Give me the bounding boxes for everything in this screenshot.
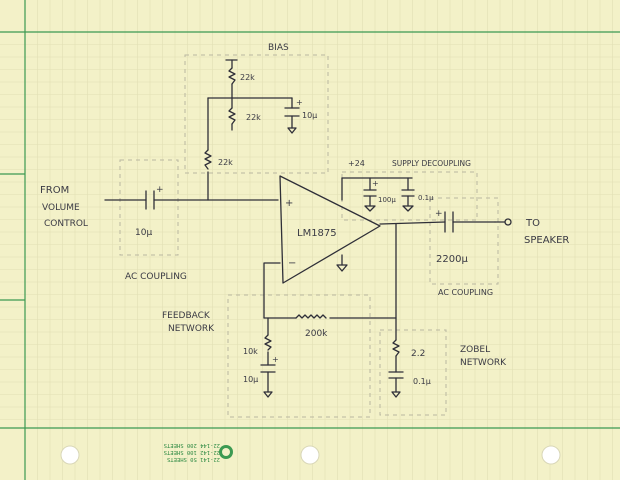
svg-text:+: + <box>296 98 303 107</box>
bias-resistor-top <box>228 67 236 85</box>
ground-icon-zobel <box>391 391 401 398</box>
opamp-minus-input: − <box>288 258 296 269</box>
bias-box <box>184 54 329 174</box>
zobel-box <box>379 329 447 416</box>
brand-line-3: 22-144 200 SHEETS <box>164 442 220 448</box>
paper-brand-print: 22-141 50 SHEETS 22-142 100 SHEETS 22-14… <box>164 442 220 462</box>
supply-decoupling-label: SUPPLY DECOUPLING <box>392 159 471 168</box>
punch-hole-right <box>541 445 561 465</box>
zobel-label: ZOBEL <box>460 345 490 355</box>
feedback-label: FEEDBACK <box>162 311 211 321</box>
brand-line-1: 22-141 50 SHEETS <box>167 456 220 462</box>
volume-label: VOLUME <box>42 203 80 213</box>
to-label: TO <box>525 218 540 229</box>
bias-capacitor: + <box>284 98 303 117</box>
bias-resistor-low <box>204 149 212 170</box>
output-capacitor: + <box>435 209 454 233</box>
bias-label: BIAS <box>268 43 289 53</box>
zobel-network-label: NETWORK <box>460 358 507 368</box>
opamp-plus-input: + <box>285 198 293 209</box>
from-label: FROM <box>40 185 69 196</box>
feedback-resistor <box>295 314 327 319</box>
brand-logo-inner <box>222 448 230 456</box>
output-coupling-box <box>429 197 499 285</box>
bias-resistor-low-value: 22k <box>218 158 233 167</box>
bias-resistor-mid-value: 22k <box>246 113 261 122</box>
bias-resistor-top-value: 22k <box>240 73 255 82</box>
supply-cap-a-value: 100µ <box>378 196 396 204</box>
ground-icon-supply-b <box>402 205 414 212</box>
zobel-resistor-value: 2.2 <box>411 349 425 359</box>
output-cap-value: 2200µ <box>436 254 468 265</box>
svg-text:+: + <box>272 355 279 364</box>
zobel-cap-value: 0.1µ <box>413 377 431 386</box>
punch-hole-left <box>60 445 80 465</box>
input-coupling-box <box>119 159 179 256</box>
ground-icon-opamp <box>336 264 348 272</box>
opamp-label: LM1875 <box>297 228 337 239</box>
supply-capacitor-100u: + <box>363 179 379 207</box>
ac-coupling-out-label: AC COUPLING <box>438 288 493 297</box>
input-cap-value: 10µ <box>135 228 152 238</box>
bias-cap-value: 10µ <box>302 111 317 120</box>
brand-line-2: 22-142 100 SHEETS <box>164 449 220 455</box>
feedback-capacitor: + <box>260 355 279 373</box>
input-capacitor: + <box>145 185 164 210</box>
ground-icon-bias <box>287 127 297 134</box>
zobel-resistor <box>392 339 400 357</box>
control-label: CONTROL <box>44 219 88 229</box>
feedback-ground-resistor-value: 10k <box>243 347 258 356</box>
supply-cap-b-value: 0.1µ <box>418 194 434 202</box>
svg-text:+: + <box>435 209 443 219</box>
feedback-resistor-value: 200k <box>305 329 328 339</box>
supply-decoupling-box <box>341 171 478 221</box>
ac-coupling-in-label: AC COUPLING <box>125 272 187 282</box>
wires <box>104 59 496 393</box>
feedback-cap-value: 10µ <box>243 375 258 384</box>
feedback-box <box>227 294 371 418</box>
ground-icon-feedback <box>263 391 273 398</box>
supply-capacitor-01u <box>401 189 415 207</box>
opamp-symbol <box>279 175 381 284</box>
punch-hole-center <box>300 445 320 465</box>
speaker-label: SPEAKER <box>524 235 569 246</box>
speaker-terminal <box>504 218 512 226</box>
zobel-capacitor <box>388 371 404 379</box>
svg-text:+: + <box>372 179 379 188</box>
svg-text:+: + <box>156 185 164 195</box>
feedback-network-label: NETWORK <box>168 324 215 334</box>
ground-icon-supply-a <box>364 205 376 212</box>
bias-resistor-mid <box>228 107 236 125</box>
supply-voltage-label: +24 <box>348 159 365 168</box>
feedback-ground-resistor <box>264 334 272 351</box>
